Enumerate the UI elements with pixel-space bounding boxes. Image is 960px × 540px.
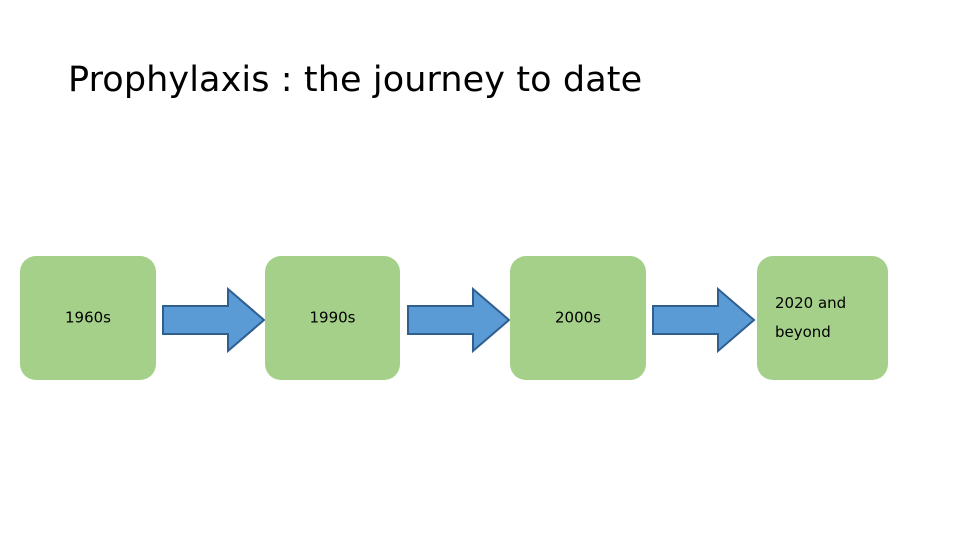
timeline-stage-4-label: 2020 and beyond [775, 294, 847, 341]
arrow-right-icon-3 [652, 286, 756, 354]
timeline-stage-1-label: 1960s [65, 308, 111, 327]
timeline-stage-2-label: 1990s [309, 308, 356, 327]
arrow-right-icon-1 [162, 286, 266, 354]
arrow-right-icon-2 [407, 286, 511, 354]
page-title: Prophylaxis : the journey to date [68, 60, 643, 100]
timeline-stage-1[interactable]: 1960s [20, 256, 156, 380]
timeline-stage-3-label: 2000s [555, 308, 601, 327]
timeline-stage-4[interactable]: 2020 and beyond [757, 256, 888, 380]
timeline-stage-3[interactable]: 2000s [510, 256, 646, 380]
timeline-stage-2[interactable]: 1990s [265, 256, 400, 380]
